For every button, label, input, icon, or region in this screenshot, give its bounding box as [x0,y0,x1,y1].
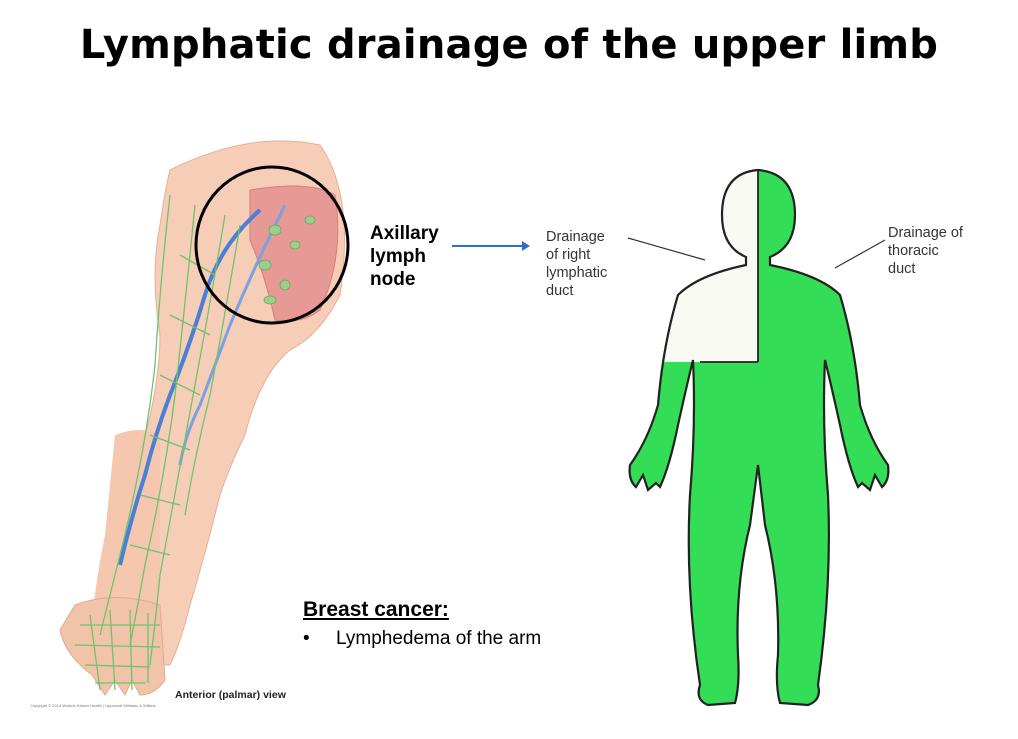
left-label-line: Drainage of [888,225,963,241]
axillary-label-line: node [370,269,416,290]
left-label-line: thoracic [888,243,939,259]
right-label-line: of right [546,247,591,263]
right-label-line: lymphatic [546,265,608,281]
axillary-label-line: Axillary [370,223,439,244]
upper-limb-lymphatics-illustration [59,140,350,697]
copyright-text: Copyright © 2014 Wolters Kluwer Health |… [30,703,156,708]
left-label-line: duct [888,261,916,277]
basilic-vein [118,208,262,566]
right-label-line: duct [546,283,574,299]
body-drainage-diagram [628,168,890,707]
pectoral-muscle [249,185,339,322]
axillary-label-line: lymph [370,246,426,267]
leader-lines [627,237,886,269]
axillary-lymph-node-label: Axillary lymph node [370,222,439,291]
breast-cancer-note: Breast cancer: • Lymphedema of the arm [303,598,541,650]
slide-title: Lymphatic drainage of the upper limb [79,22,939,68]
bullet-text: Lymphedema of the arm [336,628,542,649]
list-item: • Lymphedema of the arm [303,628,541,650]
thoracic-duct-label: Drainage of thoracic duct [888,224,963,278]
bullet-icon: • [303,628,310,649]
right-lymphatic-duct-label: Drainage of right lymphatic duct [546,228,607,300]
axillary-region-circle [194,165,350,325]
right-label-line: Drainage [546,229,605,245]
view-caption: Anterior (palmar) view [175,689,286,701]
breast-cancer-heading: Breast cancer: [303,598,449,621]
cephalic-vein [178,204,287,466]
arrow-right-icon [452,241,530,251]
